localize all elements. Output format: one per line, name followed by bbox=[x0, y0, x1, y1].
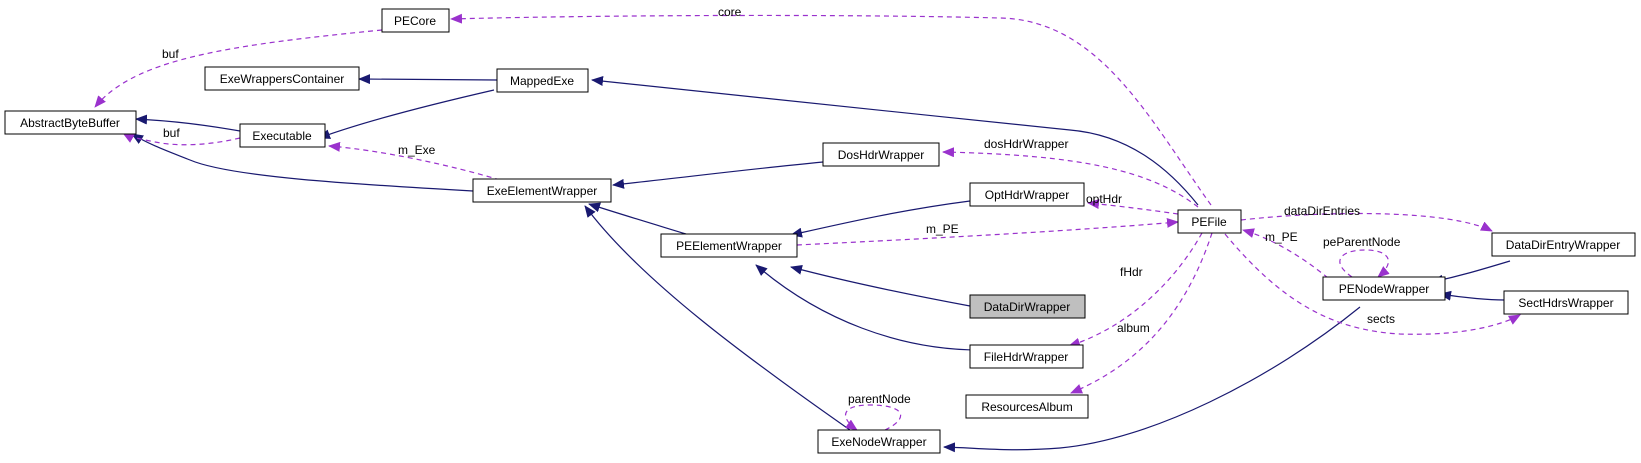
edge-pefile-sects-sectHdrswrapper bbox=[1224, 233, 1521, 335]
node-abstractbytebuffer-label: AbstractByteBuffer bbox=[20, 116, 120, 130]
label-buf-pecore: buf bbox=[162, 47, 179, 61]
edge-peelementwrapper-mpe-pefile bbox=[796, 217, 1179, 246]
node-resourcesalbum-label: ResourcesAlbum bbox=[981, 400, 1072, 414]
usage-edges bbox=[94, 13, 1521, 431]
node-sectHdrswrapper-label: SectHdrsWrapper bbox=[1518, 296, 1613, 310]
node-doshdrwrapper-label: DosHdrWrapper bbox=[838, 148, 924, 162]
node-filehdrwrapper-label: FileHdrWrapper bbox=[984, 350, 1068, 364]
edge-exeelementwrapper-to-abstractbytebuffer bbox=[131, 133, 474, 192]
node-resourcesalbum[interactable]: ResourcesAlbum bbox=[965, 394, 1089, 419]
label-doshdrwrapper: dosHdrWrapper bbox=[984, 137, 1068, 151]
label-fhdr: fHdr bbox=[1120, 265, 1143, 279]
edge-exeelementwrapper-mexe-executable bbox=[328, 141, 501, 181]
label-datadirentries: dataDirEntries bbox=[1284, 204, 1360, 218]
edge-exenodewrapper-parentnode-self bbox=[845, 404, 902, 431]
node-opthdrwrapper-label: OptHdrWrapper bbox=[985, 188, 1069, 202]
edge-pefile-to-mappedexe bbox=[591, 76, 1199, 206]
node-pecore-label: PECore bbox=[394, 14, 436, 28]
node-exeelementwrapper-label: ExeElementWrapper bbox=[487, 184, 598, 198]
node-exewrapperscontainer[interactable]: ExeWrappersContainer bbox=[204, 66, 360, 91]
label-peparentnode: peParentNode bbox=[1323, 235, 1401, 249]
node-exeelementwrapper[interactable]: ExeElementWrapper bbox=[472, 178, 612, 203]
label-buf-executable: buf bbox=[163, 126, 180, 140]
label-m-pe-peelement: m_PE bbox=[926, 222, 959, 236]
edge-pefile-opthdr-opthdrwrapper bbox=[1087, 199, 1179, 215]
edge-penodewrapper-peparentnode-self bbox=[1339, 249, 1390, 278]
node-abstractbytebuffer[interactable]: AbstractByteBuffer bbox=[4, 110, 137, 135]
edge-executable-to-abstractbytebuffer bbox=[135, 114, 241, 132]
label-core: core bbox=[718, 5, 742, 19]
label-m-pe-penode: m_PE bbox=[1265, 230, 1298, 244]
node-executable[interactable]: Executable bbox=[239, 123, 326, 148]
label-parentnode: parentNode bbox=[848, 392, 911, 406]
node-peelementwrapper[interactable]: PEElementWrapper bbox=[660, 233, 798, 258]
node-exenodewrapper[interactable]: ExeNodeWrapper bbox=[817, 429, 941, 454]
edge-doshdrwrapper-to-exeelementwrapper bbox=[612, 161, 824, 189]
node-peelementwrapper-label: PEElementWrapper bbox=[676, 239, 782, 253]
edge-executable-buf-abstractbytebuffer bbox=[122, 132, 241, 146]
node-pecore[interactable]: PECore bbox=[381, 8, 450, 33]
node-doshdrwrapper[interactable]: DosHdrWrapper bbox=[822, 142, 940, 167]
label-album: album bbox=[1117, 321, 1150, 335]
node-mappedexe-label: MappedExe bbox=[510, 74, 574, 88]
edge-pefile-fhdr-filehdrwrapper bbox=[1068, 232, 1203, 348]
node-sectHdrswrapper[interactable]: SectHdrsWrapper bbox=[1503, 290, 1629, 315]
edge-penodewrapper-mpe-pefile bbox=[1242, 228, 1329, 279]
edge-mappedexe-to-exewrapperscontainer bbox=[358, 74, 498, 85]
nodes: PECore AbstractByteBuffer ExeWrappersCon… bbox=[4, 8, 1636, 454]
edge-pefile-datadirentries-datadirentrywrapper bbox=[1240, 212, 1493, 232]
node-filehdrwrapper[interactable]: FileHdrWrapper bbox=[969, 344, 1084, 369]
inheritance-edges bbox=[131, 74, 1511, 453]
edge-pefile-doshdrwrapper bbox=[942, 147, 1199, 208]
edge-pefile-core-pecore bbox=[450, 13, 1212, 206]
node-executable-label: Executable bbox=[252, 129, 312, 143]
node-exenodewrapper-label: ExeNodeWrapper bbox=[831, 435, 926, 449]
edge-penodewrapper-to-exenodewrapper bbox=[943, 306, 1361, 453]
edge-datadirwrapper-to-peelementwrapper bbox=[790, 264, 971, 307]
label-m-exe: m_Exe bbox=[398, 143, 436, 157]
edge-filehdrwrapper-to-peelementwrapper bbox=[755, 264, 981, 351]
node-datadirentrywrapper-label: DataDirEntryWrapper bbox=[1506, 238, 1620, 252]
node-penodewrapper-label: PENodeWrapper bbox=[1339, 282, 1430, 296]
edge-opthdrwrapper-to-peelementwrapper bbox=[790, 200, 971, 238]
node-exewrapperscontainer-label: ExeWrappersContainer bbox=[220, 72, 345, 86]
edge-pecore-buf-abstractbytebuffer bbox=[94, 29, 383, 108]
node-datadirwrapper[interactable]: DataDirWrapper bbox=[969, 294, 1086, 319]
node-mappedexe[interactable]: MappedExe bbox=[496, 68, 589, 93]
node-datadirentrywrapper[interactable]: DataDirEntryWrapper bbox=[1491, 232, 1636, 257]
node-datadirwrapper-label: DataDirWrapper bbox=[984, 300, 1070, 314]
edge-mappedexe-to-executable bbox=[318, 89, 495, 139]
edge-sectHdrswrapper-to-penodewrapper bbox=[1439, 290, 1505, 301]
label-opthdr: optHdr bbox=[1086, 192, 1122, 206]
edge-pefile-album-resourcesalbum bbox=[1070, 232, 1213, 394]
label-sects: sects bbox=[1367, 312, 1395, 326]
edge-exenodewrapper-to-exeelementwrapper bbox=[584, 205, 851, 431]
edge-peelementwrapper-to-exeelementwrapper bbox=[588, 202, 687, 235]
edge-labels: core buf buf m_Exe dosHdrWrapper optHdr … bbox=[162, 5, 1401, 406]
node-opthdrwrapper[interactable]: OptHdrWrapper bbox=[969, 182, 1085, 207]
node-pefile[interactable]: PEFile bbox=[1177, 209, 1242, 234]
node-penodewrapper[interactable]: PENodeWrapper bbox=[1322, 276, 1446, 301]
node-pefile-label: PEFile bbox=[1191, 215, 1227, 229]
